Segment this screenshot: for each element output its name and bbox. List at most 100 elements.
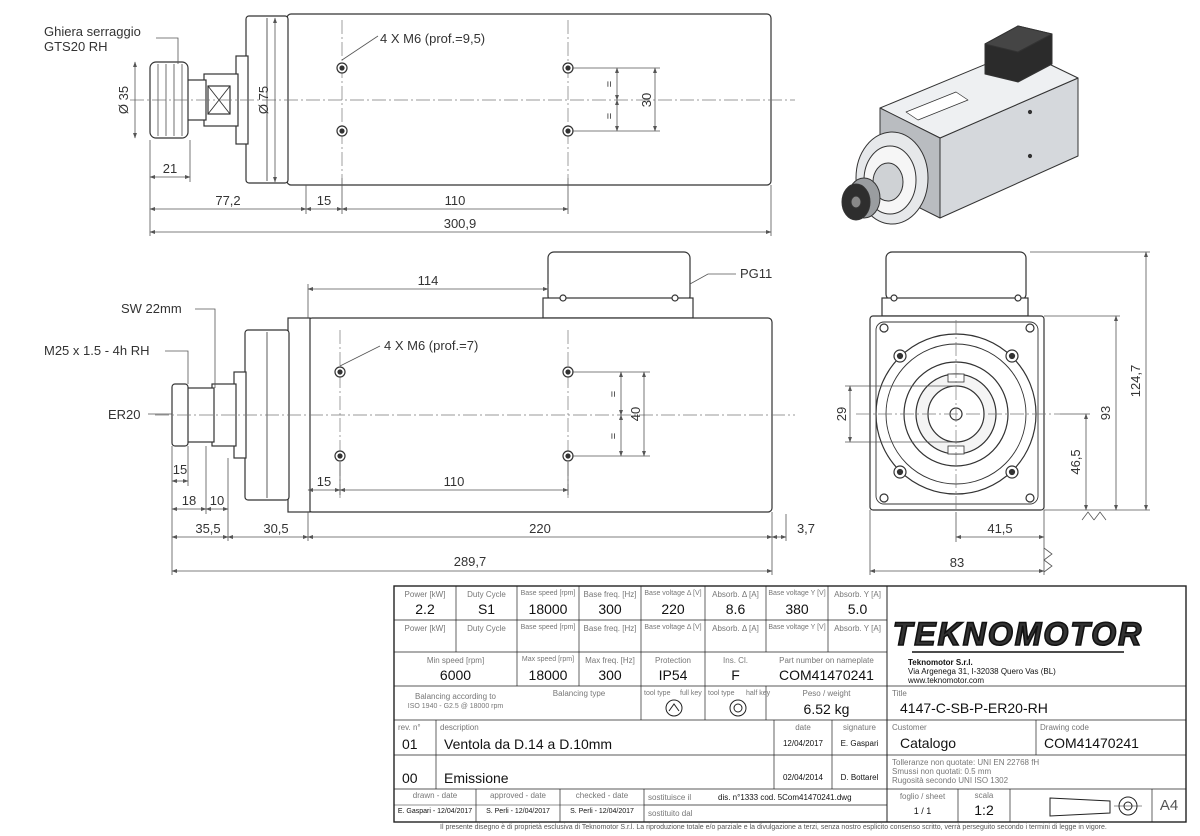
header-protection: Protection [654,656,692,665]
drawing-code-value: COM41470241 [1044,735,1139,751]
label-clamping-ring: Ghiera serraggio [44,24,141,39]
dim-220: 220 [529,521,551,536]
rev0-number: 00 [402,770,418,786]
drawn-label: drawn - date [412,791,458,800]
header-power-2: Power [kW] [404,624,446,633]
company-website[interactable]: www.teknomotor.com [908,676,985,685]
balancing-type: Balancing type [552,689,606,698]
dim-3-7: 3,7 [797,521,815,536]
label-collet: ER20 [108,407,141,422]
value-max-freq: 300 [598,667,622,683]
dim-289-7: 289,7 [454,554,487,569]
projection-symbol [1049,796,1142,817]
header-absorb-delta: Absorb. Δ [A] [712,590,759,599]
header-base-voltage-delta: Base voltage Δ [V] [644,590,702,597]
weight-label: Peso / weight [802,689,851,698]
scale-label: scala [974,791,994,800]
drawing-code-label: Drawing code [1040,723,1089,732]
header-absorb-y: Absorb. Y [A] [834,590,881,599]
label-thread: M25 x 1.5 - 4h RH [44,343,150,358]
dim-41-5: 41,5 [987,521,1012,536]
legal-footer: Il presente disegno è di proprietà esclu… [440,824,1107,831]
side-view-dimensions [148,273,787,575]
label-side-holes: 4 X M6 (prof.=7) [384,338,478,353]
header-part-number: Part number on nameplate [779,656,874,665]
end-view [856,251,1060,512]
dim-diameter-35: Ø 35 [116,86,131,114]
tolerance-line-3: Rugosità secondo UNI ISO 1302 [892,776,1009,785]
header-rev: rev. n° [398,723,421,732]
equal-mark-4: = [608,433,620,439]
dim-124-7: 124,7 [1128,365,1143,398]
title-value: 4147-C-SB-P-ER20-RH [900,700,1048,716]
tool-type-icons [665,699,747,717]
dim-15-side-a: 15 [173,462,187,477]
value-base-voltage-delta: 220 [661,601,685,617]
sheet-label: foglio / sheet [899,792,946,801]
dim-46-5: 46,5 [1068,449,1083,474]
rev1-signature: E. Gaspari [840,739,879,748]
tolerance-line-1: Tolleranze non quotate: UNI EN 22768 fH [892,758,1040,767]
drawn-value: E. Gaspari - 12/04/2017 [397,808,473,815]
motor-body-top [286,13,772,186]
rev0-description: Emissione [444,770,509,786]
weight-value: 6.52 kg [803,701,850,717]
rev1-date: 12/04/2017 [782,739,824,748]
tool-type-label-2: tool type [708,690,735,697]
value-base-speed: 18000 [528,601,568,617]
title-block-grid [393,585,1187,823]
terminal-box [547,251,691,303]
side-view [155,251,795,513]
dim-15-side-b: 15 [317,474,331,489]
header-max-freq: Max freq. [Hz] [585,656,635,665]
dim-18: 18 [182,493,196,508]
customer-label: Customer [892,723,927,732]
title-label: Title [892,689,907,698]
dim-77-2: 77,2 [215,193,240,208]
value-protection: IP54 [658,667,688,683]
dim-93: 93 [1098,406,1113,420]
header-power: Power [kW] [404,590,446,599]
rev0-date: 02/04/2014 [782,773,824,782]
dim-110-side: 110 [444,474,465,489]
header-absorb-delta-2: Absorb. Δ [A] [712,624,759,633]
terminal-box-end [885,251,1027,301]
label-pg11: PG11 [740,266,772,281]
dim-35-5: 35,5 [195,521,220,536]
isometric-view [841,25,1079,225]
top-view-labels: Ghiera serraggio GTS20 RH 4 X M6 (prof.=… [44,24,654,231]
label-top-holes: 4 X M6 (prof.=9,5) [380,31,485,46]
header-base-voltage-y-2: Base voltage Y [V] [768,624,826,631]
dim-30: 30 [639,93,654,107]
rev1-number: 01 [402,736,418,752]
dim-40: 40 [628,407,643,421]
header-base-freq: Base freq. [Hz] [583,590,637,599]
header-base-speed-2: Base speed [rpm] [520,624,576,631]
dim-10: 10 [210,493,224,508]
top-view [130,13,795,186]
checked-value: S. Perli - 12/04/2017 [570,808,634,815]
header-ins-class: Ins. Cl. [723,656,748,665]
dim-30-5: 30,5 [263,521,288,536]
dim-110-top: 110 [445,193,466,208]
header-duty-cycle-2: Duty Cycle [467,624,506,633]
equal-mark-2: = [604,113,616,119]
value-base-voltage-y: 380 [785,601,809,617]
half-key-label: half key [746,690,771,697]
company-address: Via Argenega 31, I-32038 Quero Vas (BL) [908,667,1056,676]
header-signature: signature [843,723,876,732]
side-view-labels: 114 PG11 SW 22mm M25 x 1.5 - 4h RH ER20 … [44,266,815,569]
dim-83: 83 [950,555,964,570]
approved-label: approved - date [489,791,547,800]
value-part-number: COM41470241 [779,667,874,683]
end-view-dimensions [845,251,1150,575]
header-description: description [440,723,479,732]
header-absorb-y-2: Absorb. Y [A] [834,624,881,633]
header-base-freq-2: Base freq. [Hz] [583,624,637,633]
equal-mark-3: = [608,391,620,397]
value-min-speed: 6000 [439,667,472,683]
company-name: Teknomotor S.r.l. [908,658,973,667]
approved-value: S. Perli - 12/04/2017 [486,808,550,815]
dim-21: 21 [163,161,177,176]
